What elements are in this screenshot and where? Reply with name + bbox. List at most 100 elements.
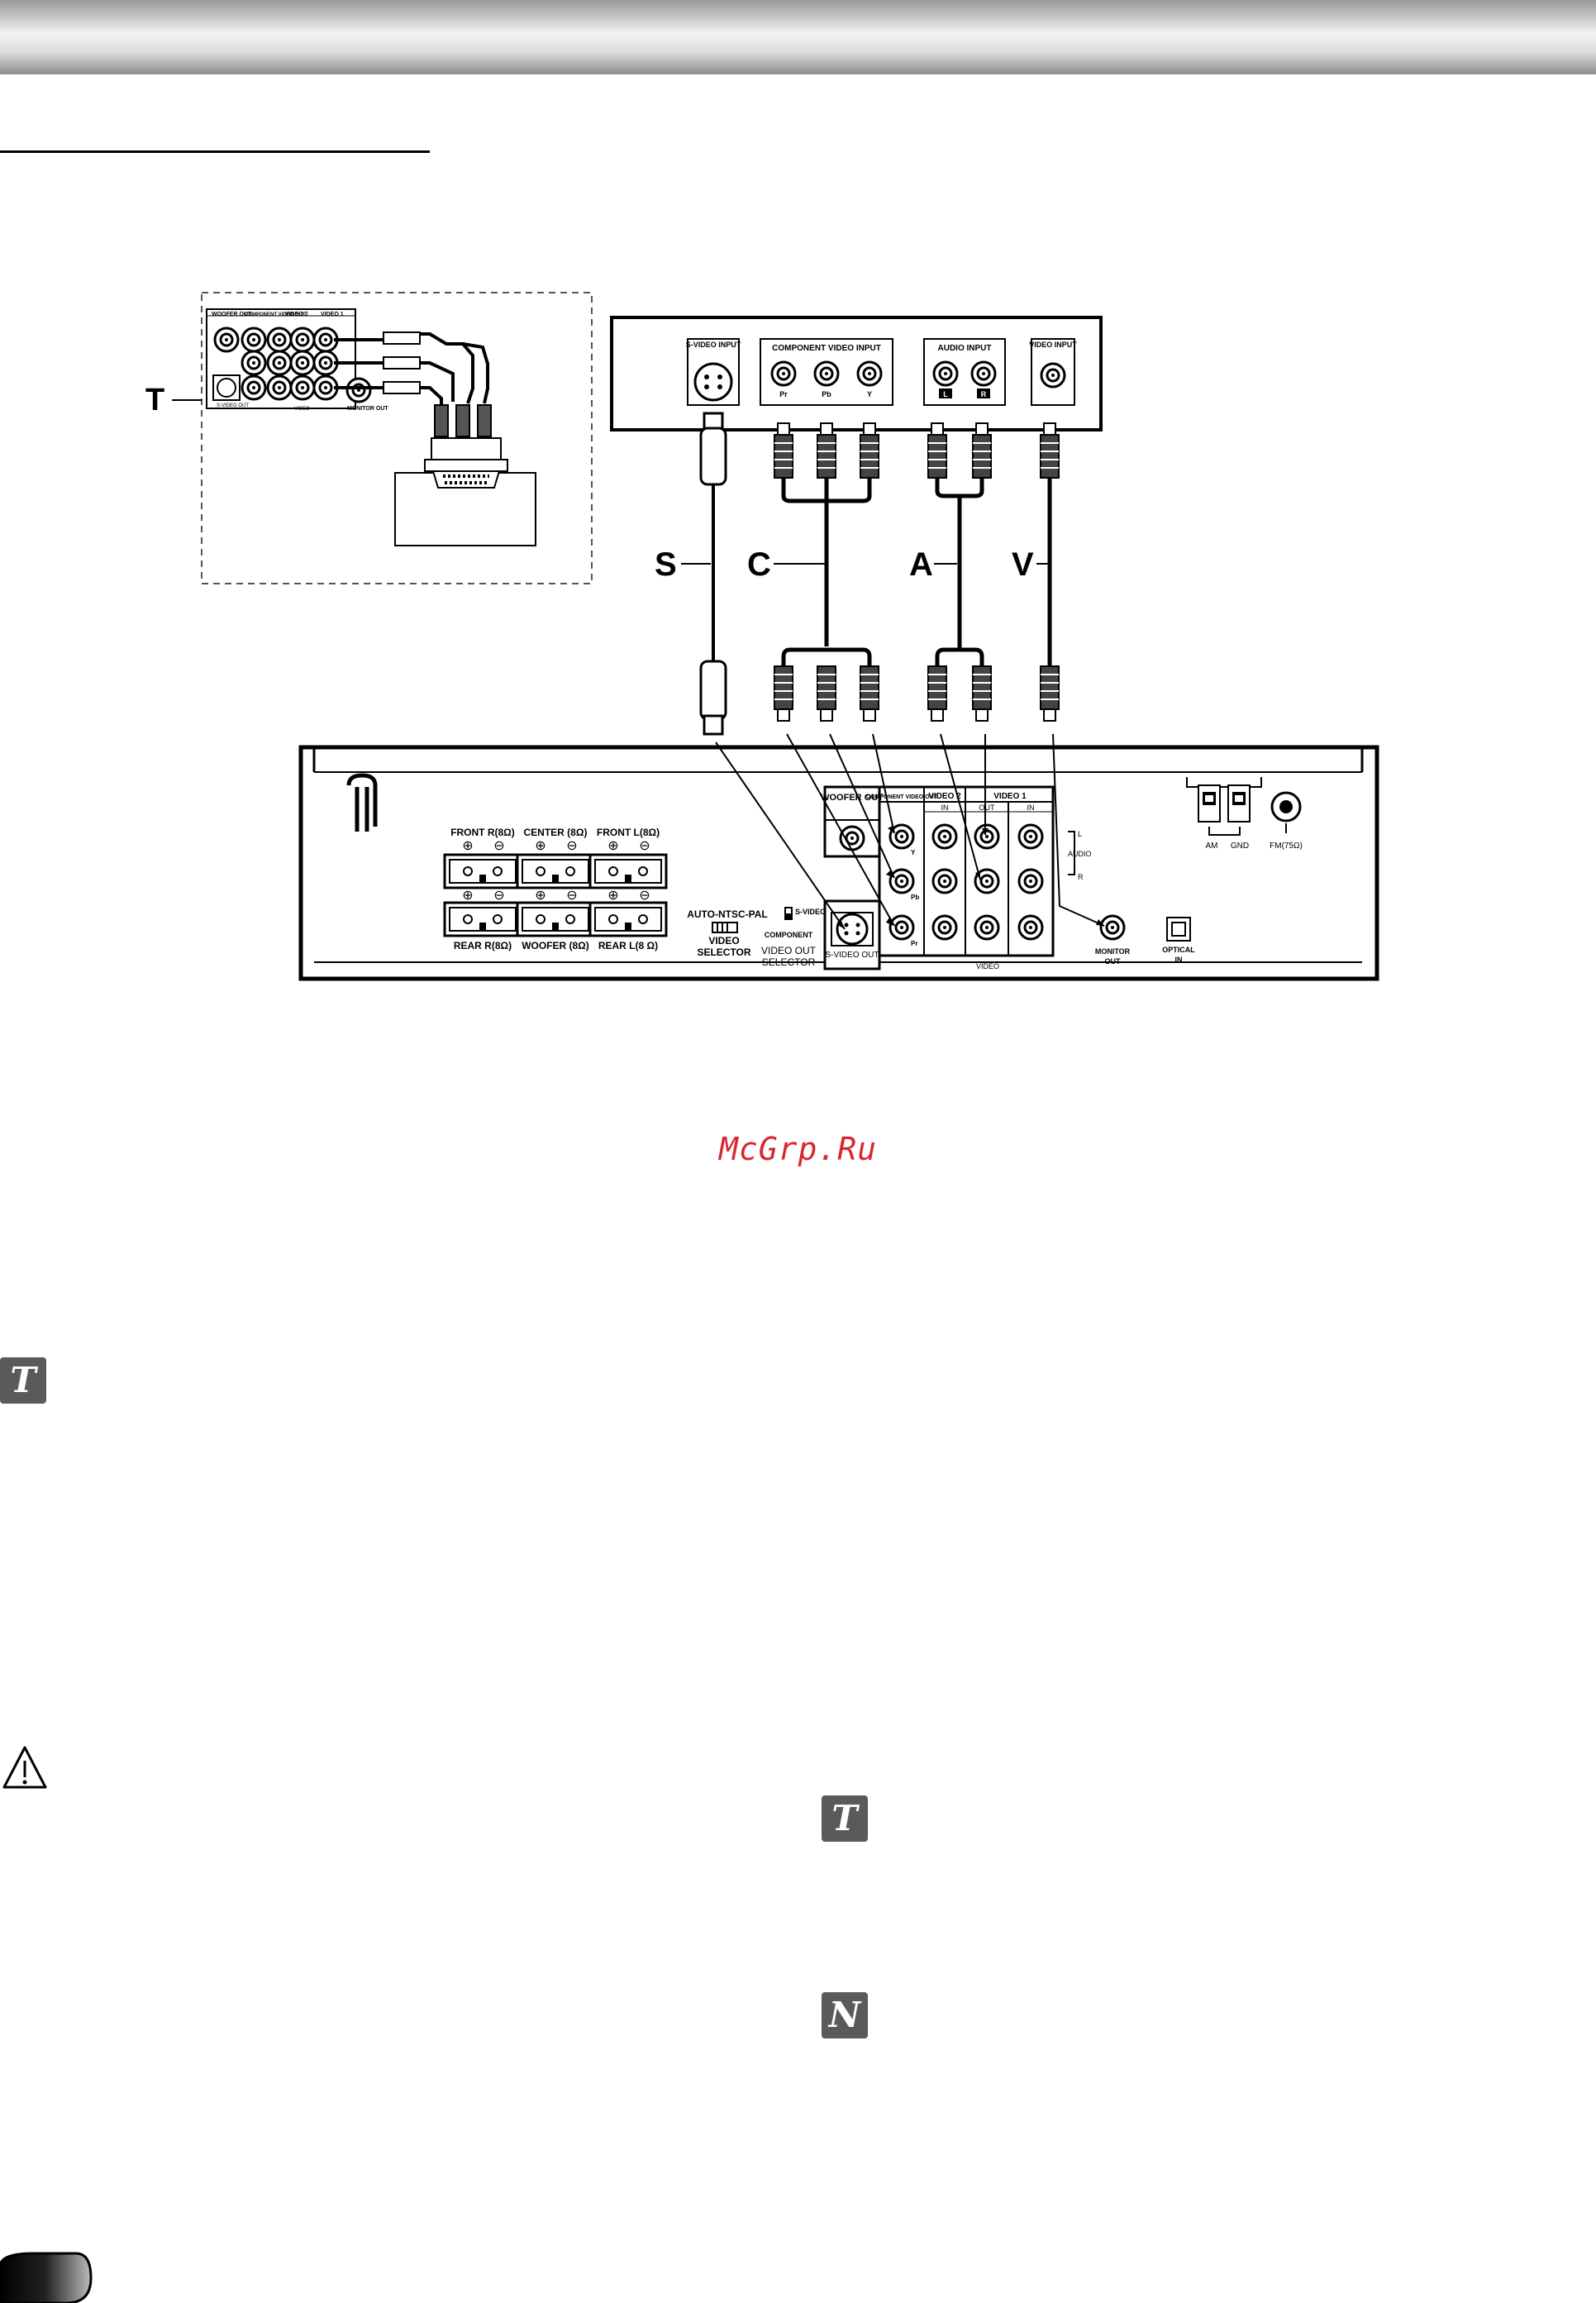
svideo-switch-label: S-VIDEO [795, 908, 826, 916]
woofer-label: WOOFER (8Ω) [522, 940, 589, 951]
tv-y-jack [856, 360, 883, 387]
inset-jack [241, 350, 267, 376]
svideo-out-label: S-VIDEO OUT [825, 951, 879, 960]
minus-mark: ⊖ [639, 839, 650, 853]
inset-monitor-label: MONITOR OUT [347, 406, 388, 412]
speaker-terminal-rear-l [588, 901, 668, 937]
fm-label: FM(75Ω) [1270, 842, 1303, 851]
minus-mark: ⊖ [493, 889, 504, 903]
tv-video-label: VIDEO INPUT [1029, 341, 1077, 349]
rear-l-label: REAR L(8 Ω) [598, 940, 658, 951]
video2-in-l-jack [931, 823, 958, 850]
front-r-label: FRONT R(8Ω) [450, 827, 515, 838]
tv-video-jack [1040, 362, 1066, 389]
section-title-rule [0, 150, 430, 153]
plug [774, 422, 793, 479]
tv-audio-r-jack [970, 360, 997, 387]
plug [972, 665, 992, 722]
video2-label: VIDEO 2 [928, 792, 961, 801]
component-y-label: Y [911, 849, 916, 856]
tv-pb-jack [813, 360, 840, 387]
video2-in-r-jack [931, 868, 958, 894]
caution-icon [2, 1746, 47, 1789]
video1-out-v-jack [974, 914, 1000, 941]
plug [817, 422, 836, 479]
component-pb-label: Pb [911, 894, 919, 901]
center-label: CENTER (8Ω) [524, 827, 588, 838]
optical-label-2: IN [1175, 956, 1183, 964]
video-selector-label-1: VIDEO [708, 935, 739, 946]
inset-jack [289, 350, 316, 376]
tv-audio-l-label: L [943, 390, 948, 398]
gnd-label: GND [1231, 842, 1249, 851]
tv-component-label: COMPONENT VIDEO INPUT [772, 344, 881, 353]
tv-svideo-label: S-VIDEO INPUT [686, 341, 741, 349]
audio-r-label: R [1078, 873, 1084, 881]
page-header-bar [0, 0, 1596, 74]
plus-mark: ⊕ [607, 889, 618, 903]
video1-in-v-jack [1017, 914, 1044, 941]
cable-label-s: S [655, 546, 677, 583]
video1-label: VIDEO 1 [993, 792, 1027, 801]
inset-video2-label: VIDEO 2 [285, 312, 308, 317]
cable-label-a: A [909, 546, 933, 583]
inset-jack [241, 374, 267, 401]
video-out-selector-label-2: SELECTOR [762, 956, 816, 968]
tip-icon: T [0, 1357, 46, 1404]
inset-monitor-jack [345, 377, 372, 403]
video-row-label: VIDEO [976, 962, 999, 970]
inset-jack [312, 327, 339, 353]
plus-mark: ⊕ [607, 839, 618, 853]
video-selector-switch[interactable] [712, 922, 738, 933]
speaker-terminal-woofer [516, 901, 595, 937]
tv-audio-r-label: R [981, 390, 987, 398]
speaker-terminal-center [516, 853, 595, 889]
am-label: AM [1206, 842, 1218, 851]
inset-woofer-out-label: WOOFER OUT [212, 312, 252, 317]
note-icon: N [822, 1992, 868, 2038]
connection-arrows [715, 733, 1105, 930]
inset-jack [312, 374, 339, 401]
plug [927, 422, 947, 479]
tv-pr-label: Pr [779, 390, 788, 398]
power-cord-clip [346, 773, 378, 832]
tv-pr-jack [770, 360, 797, 387]
video-selector-label-2: SELECTOR [697, 946, 750, 958]
monitor-out-label-2: OUT [1105, 957, 1122, 966]
page-number-tab [0, 2252, 93, 2303]
speaker-terminal-front-l [588, 853, 668, 889]
inset-jack [289, 327, 316, 353]
woofer-out-jack [839, 825, 865, 851]
plug [927, 665, 947, 722]
component-video-out-label: COMPONENT VIDEO OUT [866, 794, 938, 800]
inset-video-label: VIDEO [294, 407, 310, 412]
video1-out-label: OUT [979, 803, 996, 812]
inset-jack [312, 350, 339, 376]
plug [817, 665, 836, 722]
svideo-out-jack [836, 913, 869, 946]
inset-jack [213, 327, 240, 353]
plus-mark: ⊕ [535, 889, 545, 903]
tv-svideo-jack [693, 362, 733, 402]
tv-y-label: Y [867, 390, 872, 398]
video2-in-v-jack [931, 914, 958, 941]
minus-mark: ⊖ [566, 889, 577, 903]
video1-in-r-jack [1017, 868, 1044, 894]
tv-audio-l-jack [932, 360, 959, 387]
component-pr-label: Pr [911, 940, 917, 947]
video-out-selector-label-1: VIDEO OUT [761, 945, 817, 956]
inset-svideo-label: S-VIDEO OUT [217, 403, 249, 408]
tv-pb-label: Pb [822, 390, 831, 398]
connection-cables: S C A V [655, 412, 1060, 736]
front-l-label: FRONT L(8Ω) [597, 827, 660, 838]
inset-jack [289, 374, 316, 401]
plug [1040, 422, 1060, 479]
plug [972, 422, 992, 479]
watermark: McGrp.Ru [719, 1131, 878, 1167]
receiver-rear-panel: FRONT R(8Ω) CENTER (8Ω) FRONT L(8Ω) ⊕ ⊖ … [298, 745, 1379, 981]
rear-r-label: REAR R(8Ω) [454, 940, 512, 951]
audio-l-label: L [1078, 830, 1082, 838]
cable-label-c: C [747, 546, 771, 583]
plus-mark: ⊕ [535, 839, 545, 853]
optical-label-1: OPTICAL [1162, 946, 1195, 954]
